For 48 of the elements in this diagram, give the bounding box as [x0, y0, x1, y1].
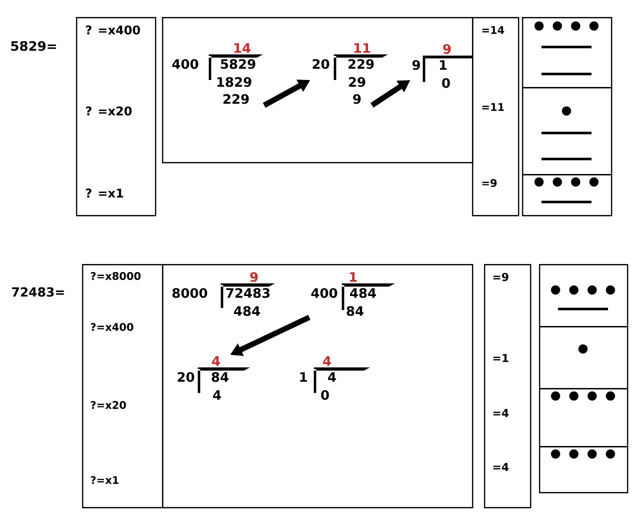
dividend: 1 [440, 60, 447, 70]
result-label: =4 [493, 409, 509, 417]
remainder: 4 [213, 390, 221, 400]
result-label: =9 [493, 272, 508, 282]
quotient: 14 [234, 43, 250, 53]
place-value-label: ? =x1 [86, 188, 124, 198]
dividend: 84 [212, 372, 228, 382]
division-panel [162, 264, 474, 508]
remainder: 0 [442, 78, 450, 88]
divisor: 9 [412, 60, 420, 70]
remainder: 1829 [217, 77, 252, 87]
dividend: 229 [348, 59, 374, 69]
place-value-label: ? =x400 [86, 25, 140, 35]
dividend: 484 [350, 288, 376, 298]
remainder: 229 [223, 94, 249, 104]
place-value-label: ?=x400 [90, 323, 134, 331]
number-label: 72483= [12, 287, 64, 297]
divisor: 8000 [172, 288, 208, 298]
quotient: 11 [354, 43, 370, 53]
place-value-label: ?=x20 [90, 401, 126, 409]
division-panel [162, 17, 474, 164]
dividend: 5829 [220, 59, 256, 69]
dividend: 4 [328, 372, 336, 382]
divisor: 400 [311, 288, 338, 298]
remainder: 29 [349, 77, 366, 87]
result-label: =14 [482, 26, 504, 34]
result-label: =4 [493, 463, 509, 471]
remainder: 0 [321, 390, 329, 400]
remainder: 84 [346, 306, 364, 316]
quotient: 9 [250, 272, 258, 282]
remainder: 484 [234, 306, 260, 316]
quotient: 4 [212, 356, 220, 366]
place-value-label: ?=x8000 [90, 272, 141, 280]
remainder: 9 [353, 94, 361, 104]
divisor: 20 [312, 59, 330, 69]
quotient: 4 [323, 356, 331, 366]
divisor: 20 [178, 372, 194, 382]
divisor: 400 [172, 59, 198, 69]
divisor: 1 [300, 372, 307, 382]
quotient: 1 [350, 272, 357, 282]
result-label: =1 [493, 354, 508, 362]
result-label: =11 [482, 103, 504, 111]
quotient: 9 [443, 44, 451, 54]
number-label: 5829= [11, 41, 56, 51]
place-value-label: ? =x20 [86, 106, 132, 116]
result-label: =9 [482, 179, 497, 187]
dividend: 72483 [226, 288, 270, 298]
place-value-label: ?=x1 [90, 476, 118, 484]
